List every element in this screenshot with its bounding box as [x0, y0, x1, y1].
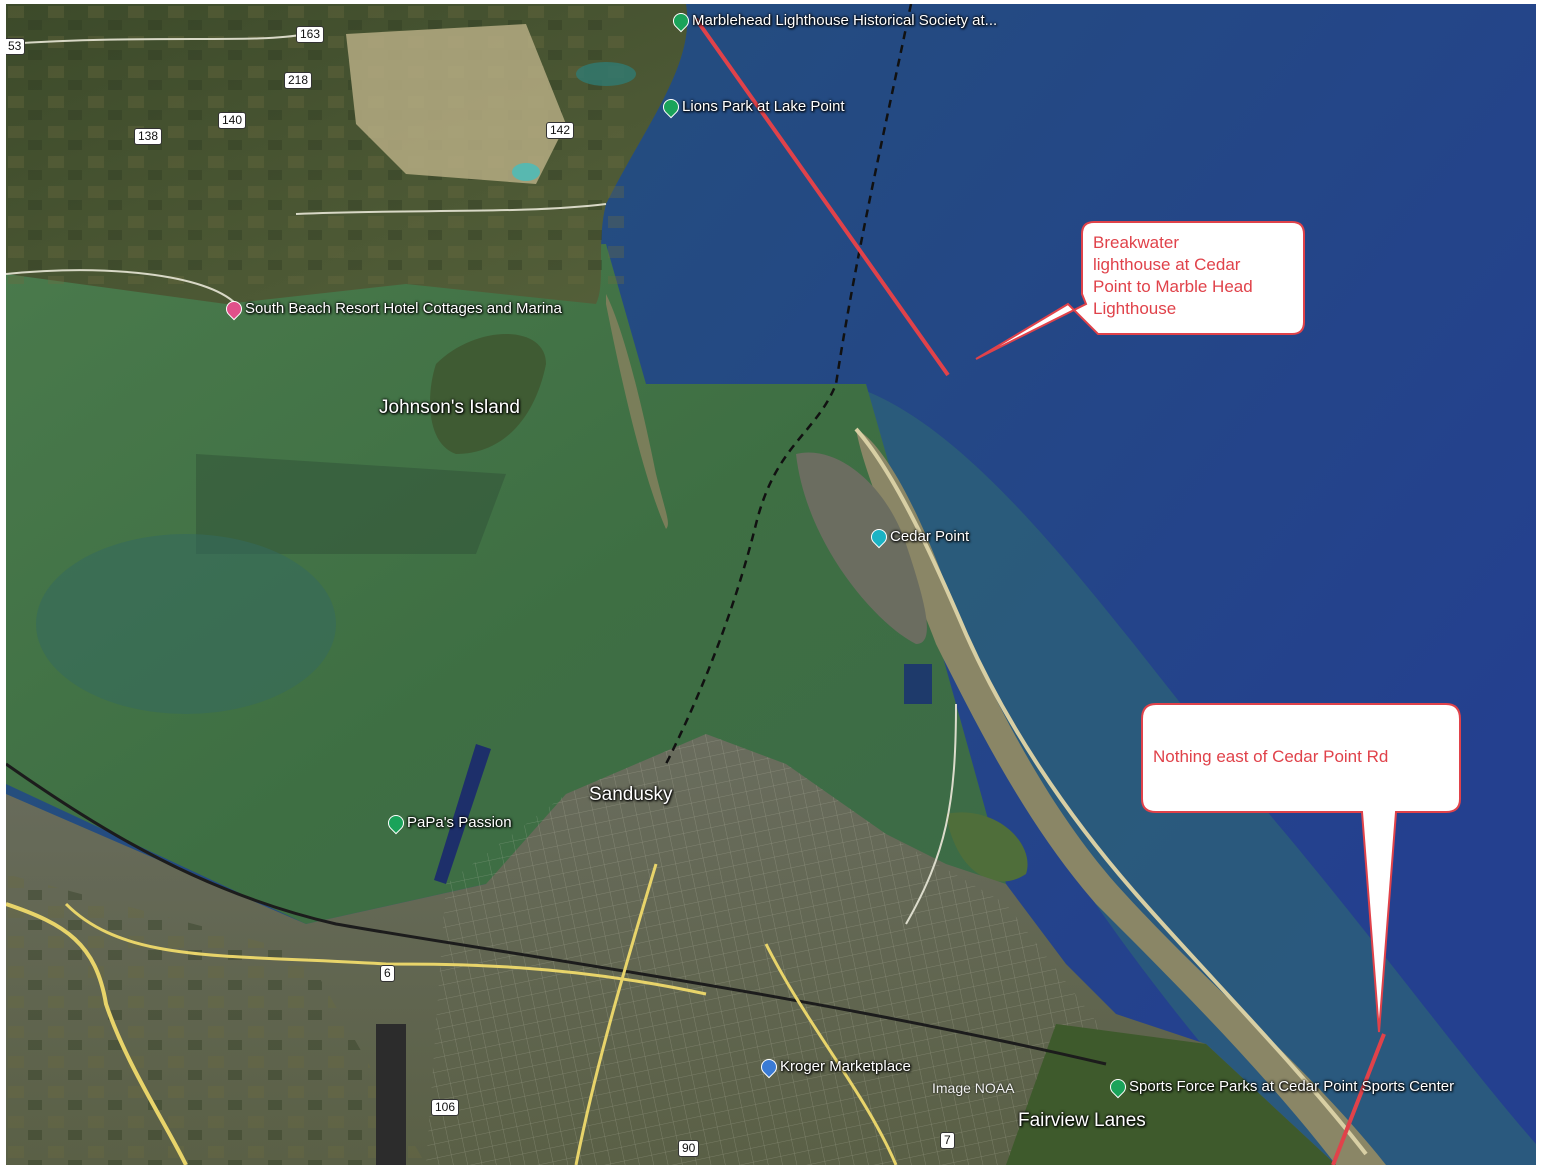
route-shield: 138: [134, 128, 163, 145]
callout-line: Point to Marble Head: [1093, 277, 1253, 296]
map-pin-icon: [659, 95, 683, 119]
marblehead-to-cedar-line: [694, 17, 950, 377]
map-pin-icon: [867, 525, 891, 549]
quarry: [346, 24, 566, 184]
cedar-point-rd-east-line: [1331, 1033, 1386, 1165]
cedar-point-road: [905, 703, 957, 925]
route-shield: 218: [284, 72, 313, 89]
cedar-point-pond: [904, 664, 932, 704]
city-street-grid: [426, 734, 1106, 1165]
johnsons-island-land: [430, 334, 546, 454]
place-lions-park[interactable]: Lions Park at Lake Point: [659, 95, 845, 119]
railroad-line: [6, 762, 1107, 1066]
route-shield: 7: [940, 1132, 955, 1149]
route-shield: 53: [6, 38, 26, 55]
map-imagery: [6, 4, 1536, 1165]
place-label: Kroger Marketplace: [780, 1058, 911, 1075]
place-fairview-lanes[interactable]: Fairview Lanes: [1018, 1110, 1146, 1131]
cedar-point-beach: [854, 427, 1368, 1156]
route-shield: 106: [431, 1099, 460, 1116]
breakwater-callout: [975, 221, 1305, 360]
ferry-route: [664, 4, 913, 765]
callout-line: Breakwater: [1093, 233, 1179, 252]
route-4: [574, 863, 658, 1165]
bay-teal-patch: [36, 534, 336, 714]
cedar-point-peninsula: [856, 429, 1386, 1165]
bay-spit: [606, 294, 668, 529]
marsh-island: [946, 812, 1028, 882]
place-label: PaPa's Passion: [407, 814, 512, 831]
place-label: Cedar Point: [890, 528, 970, 545]
route-250: [764, 943, 898, 1165]
place-south-beach-resort[interactable]: South Beach Resort Hotel Cottages and Ma…: [222, 297, 562, 321]
highway-2: [6, 902, 188, 1165]
route-shield: 140: [218, 112, 247, 129]
cedar-point-park: [796, 452, 927, 644]
place-label: Lions Park at Lake Point: [682, 98, 845, 115]
place-marblehead-lighthouse[interactable]: Marblehead Lighthouse Historical Society…: [669, 9, 998, 33]
marina-pier: [434, 744, 491, 884]
nothing-east-callout: [1141, 703, 1461, 1033]
place-label: South Beach Resort Hotel Cottages and Ma…: [245, 300, 562, 317]
map-pin-icon: [669, 9, 693, 33]
route-shield: 142: [546, 122, 575, 139]
shopping-bag-icon: [757, 1055, 781, 1079]
quarry-pond: [512, 163, 540, 181]
satellite-map[interactable]: 53 163 218 140 138 142 6 106 90 7 Marble…: [6, 4, 1536, 1165]
railroad-yard: [376, 1024, 406, 1165]
route-shield: 90: [678, 1140, 700, 1157]
place-kroger[interactable]: Kroger Marketplace: [757, 1055, 911, 1079]
place-cedar-point[interactable]: Cedar Point: [867, 525, 970, 549]
breakwater-callout-text: Breakwater lighthouse at Cedar Point to …: [1093, 232, 1253, 320]
place-papas-passion[interactable]: PaPa's Passion: [384, 811, 512, 835]
callout-line: lighthouse at Cedar: [1093, 255, 1241, 274]
place-johnsons-island[interactable]: Johnson's Island: [379, 397, 520, 418]
bay-dark-patch: [196, 454, 506, 554]
nothing-east-callout-text: Nothing east of Cedar Point Rd: [1153, 747, 1389, 766]
route-shield: 163: [296, 26, 325, 43]
map-pin-icon: [384, 811, 408, 835]
route-shield: 6: [380, 965, 395, 982]
place-label: Sports Force Parks at Cedar Point Sports…: [1129, 1078, 1455, 1095]
callout-line: Lighthouse: [1093, 299, 1177, 318]
north-roads: [6, 33, 607, 305]
place-label: Marblehead Lighthouse Historical Society…: [692, 12, 998, 29]
place-sports-force-parks[interactable]: Sports Force Parks at Cedar Point Sports…: [1106, 1075, 1455, 1099]
map-pin-icon: [1106, 1075, 1130, 1099]
route-6: [64, 902, 707, 996]
imagery-attribution: Image NOAA: [932, 1080, 1015, 1096]
north-pond: [576, 62, 636, 86]
hotel-icon: [222, 297, 246, 321]
place-sandusky[interactable]: Sandusky: [589, 784, 673, 805]
farm-fields-south: [6, 874, 426, 1165]
